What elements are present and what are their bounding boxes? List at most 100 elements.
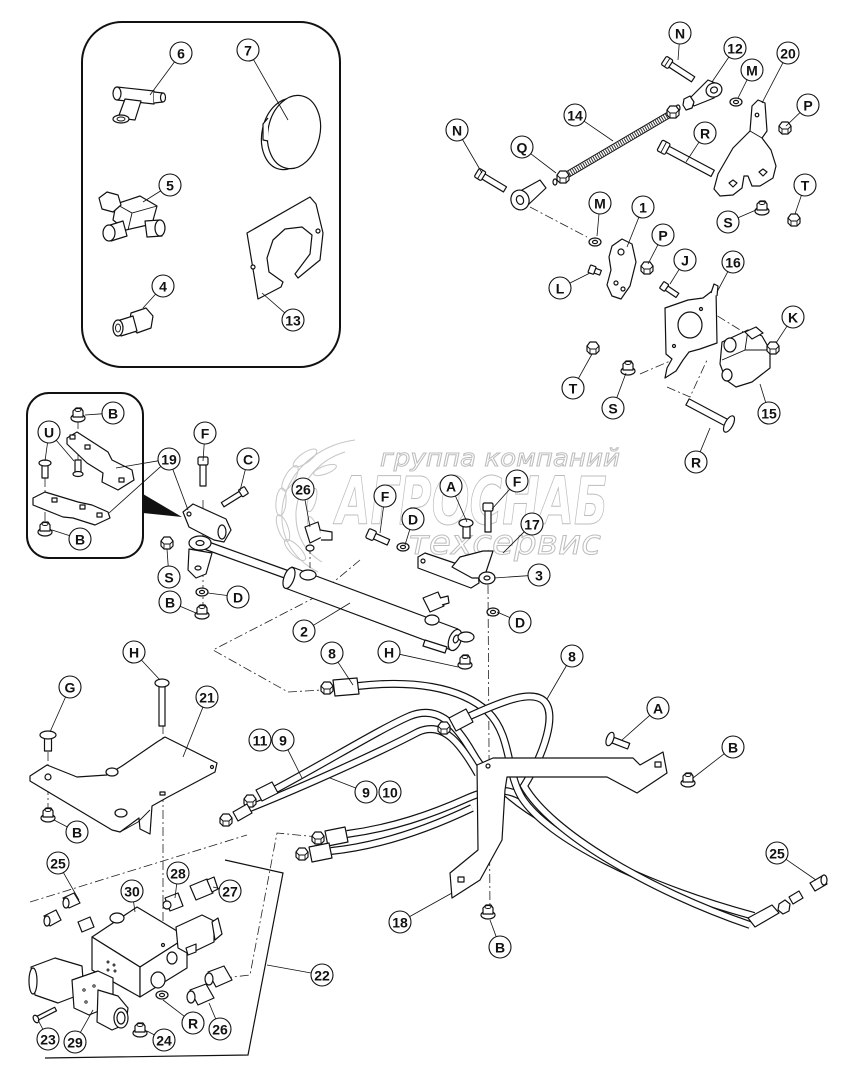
link-3 bbox=[417, 550, 496, 589]
carriage-bolt-a bbox=[458, 518, 474, 539]
callout: 27 bbox=[212, 879, 242, 903]
hose-lower-crimp-2 bbox=[308, 842, 333, 863]
callout-label: B bbox=[75, 532, 85, 548]
tee-fitting-5 bbox=[98, 191, 166, 242]
solenoid-valve-29 bbox=[28, 957, 129, 1031]
hose-8-crimp bbox=[332, 677, 360, 697]
hose-end-right bbox=[747, 890, 804, 928]
tie-rod-14 bbox=[563, 109, 674, 180]
leader-line bbox=[677, 43, 680, 61]
leader-line bbox=[775, 325, 788, 344]
callout-label: A bbox=[446, 479, 456, 495]
leader-line bbox=[794, 195, 802, 215]
callout-circle bbox=[693, 121, 717, 145]
callout-circle bbox=[166, 861, 190, 885]
callout: 16 bbox=[716, 250, 745, 293]
callout-label: 17 bbox=[524, 517, 540, 533]
cylinder-assembly bbox=[160, 456, 500, 670]
leader-line bbox=[44, 442, 48, 462]
callout-circle bbox=[646, 696, 670, 720]
bracket-20 bbox=[713, 99, 777, 197]
leader-line bbox=[84, 413, 103, 416]
leader-line bbox=[253, 59, 289, 121]
leader-line bbox=[785, 858, 817, 881]
watermark-tagline: группа компаний bbox=[380, 444, 620, 472]
leader-line bbox=[313, 602, 351, 626]
callout-label: 11 bbox=[253, 733, 268, 749]
leader-line bbox=[409, 892, 453, 917]
leader-line bbox=[669, 269, 680, 285]
spacer-s-lower bbox=[620, 360, 636, 376]
callout: B bbox=[84, 401, 125, 425]
callout-circle bbox=[291, 477, 315, 501]
callout-label: J bbox=[681, 253, 689, 269]
switch-15 bbox=[719, 326, 771, 388]
callout-circle bbox=[68, 527, 92, 551]
callout-label: 24 bbox=[156, 1033, 172, 1049]
leader-line bbox=[141, 659, 161, 681]
leader-line bbox=[212, 886, 220, 889]
bracket-21 bbox=[29, 736, 218, 835]
callout: 6 bbox=[149, 41, 193, 96]
callout-circle bbox=[401, 507, 425, 531]
callout: 29 bbox=[63, 1009, 94, 1054]
hose-9-crimp bbox=[255, 781, 279, 802]
linkage-assembly bbox=[474, 56, 801, 433]
callout-circle bbox=[563, 103, 587, 127]
plate-19-lower bbox=[32, 491, 111, 526]
callout-circle bbox=[195, 685, 219, 709]
fitting-28 bbox=[162, 892, 184, 912]
seal-r bbox=[155, 990, 169, 1000]
callout: 4 bbox=[142, 274, 175, 309]
callout-label: B bbox=[72, 825, 82, 841]
callout: 28 bbox=[166, 861, 190, 899]
leader-line bbox=[455, 495, 468, 523]
callout-circle bbox=[152, 1028, 176, 1052]
callout-circle bbox=[226, 585, 250, 609]
leader-line bbox=[142, 190, 161, 203]
callout: 25 bbox=[765, 841, 817, 881]
callout: 15 bbox=[757, 383, 781, 425]
nut-b-middle bbox=[194, 604, 210, 620]
callout-label: D bbox=[408, 512, 418, 528]
callout-label: S bbox=[723, 215, 732, 231]
washer-d-middle bbox=[396, 542, 410, 552]
callout-label: 8 bbox=[328, 646, 336, 662]
callout-circle bbox=[248, 728, 272, 752]
leader-line bbox=[55, 440, 75, 462]
hose-8b-nut bbox=[437, 721, 451, 735]
leader-line bbox=[578, 353, 593, 379]
leader-line bbox=[115, 460, 159, 469]
callout-label: N bbox=[452, 123, 462, 139]
leader-line bbox=[546, 665, 567, 700]
callout: T bbox=[561, 353, 593, 400]
callout-circle bbox=[46, 851, 70, 875]
callout: H bbox=[377, 640, 459, 668]
leader-line bbox=[616, 372, 627, 398]
callout: 9 bbox=[329, 777, 378, 804]
leader-line bbox=[530, 153, 557, 174]
callout-circle bbox=[721, 250, 745, 274]
callout: 30 bbox=[120, 879, 144, 913]
callout-circle bbox=[193, 421, 217, 445]
callout-label: 21 bbox=[199, 690, 215, 706]
callout-circle bbox=[740, 58, 764, 82]
callout: 26 bbox=[291, 477, 315, 528]
leader-line bbox=[108, 466, 162, 514]
leader-line bbox=[202, 443, 205, 462]
callout-circle bbox=[320, 641, 344, 665]
bolt-r-upper bbox=[656, 139, 715, 178]
fitting-25-right bbox=[809, 874, 828, 892]
callout: P bbox=[647, 223, 675, 265]
callout-label: 9 bbox=[362, 785, 370, 801]
hose-10 bbox=[248, 725, 482, 812]
bolt-f-left bbox=[197, 456, 209, 487]
callout: F bbox=[491, 469, 529, 510]
callout: L bbox=[548, 272, 591, 300]
callout-label: A bbox=[653, 701, 663, 717]
callout-label: B bbox=[728, 740, 738, 756]
callout-circle bbox=[721, 735, 745, 759]
callout-label: 15 bbox=[761, 406, 777, 422]
callout-circle bbox=[388, 910, 412, 934]
